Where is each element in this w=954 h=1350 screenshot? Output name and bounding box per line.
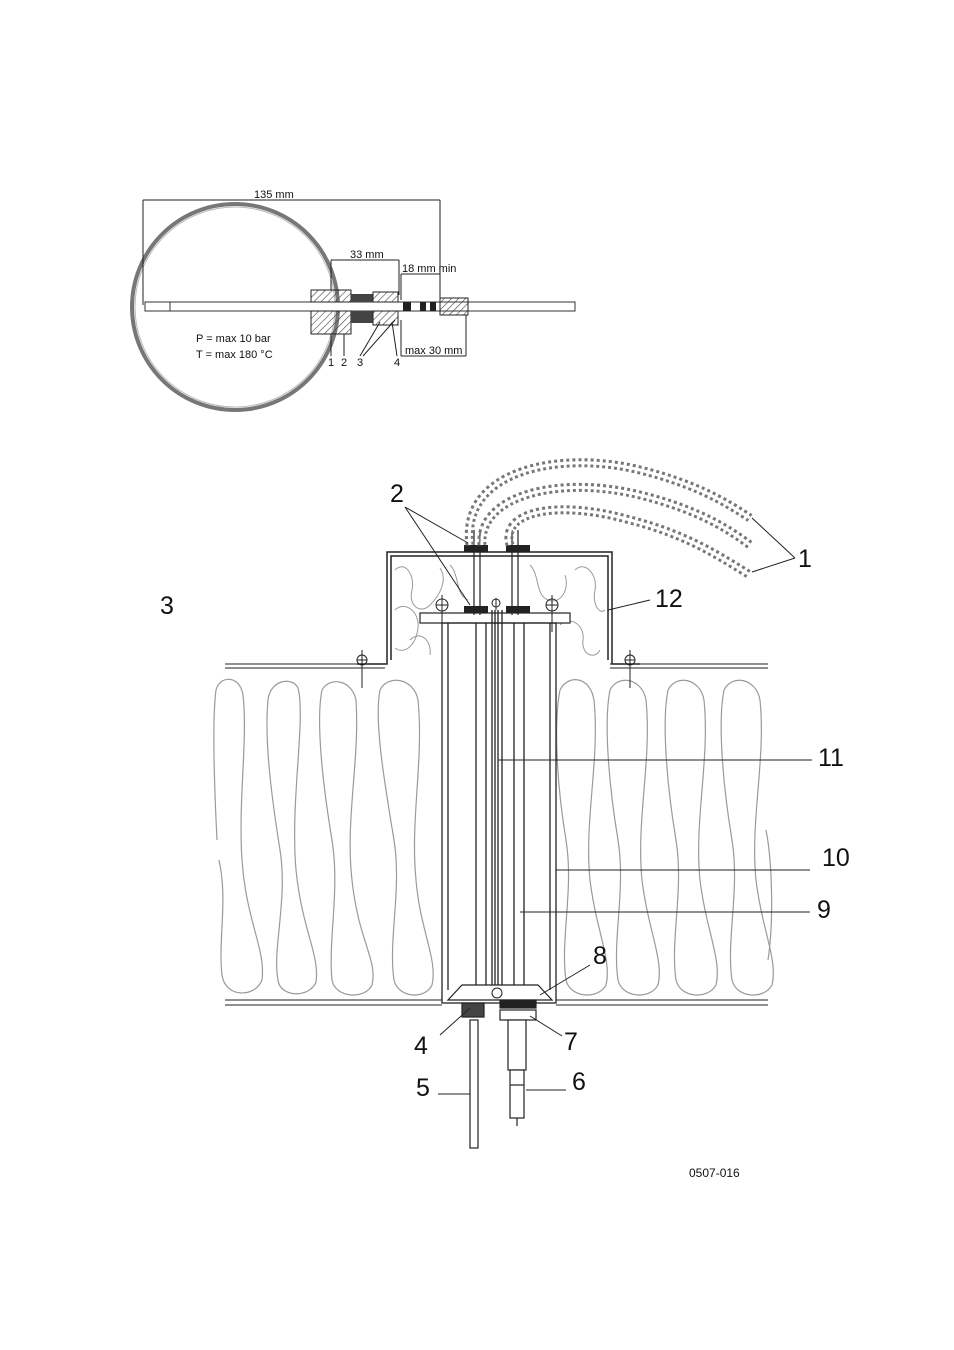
callout-10: 10 xyxy=(822,844,850,872)
callout-2: 2 xyxy=(390,480,404,508)
dim-fitting: 33 mm xyxy=(350,249,384,261)
callout-12: 12 xyxy=(655,585,683,613)
callout-6: 6 xyxy=(572,1068,586,1096)
figure-code: 0507-016 xyxy=(689,1166,740,1180)
probe-rod xyxy=(145,302,575,311)
insulation xyxy=(214,679,774,995)
fitting-nut-3 xyxy=(373,292,398,302)
callout-8: 8 xyxy=(593,942,607,970)
part-number-4: 4 xyxy=(394,357,400,369)
part-number-1: 1 xyxy=(328,357,334,369)
bottom-cone xyxy=(448,985,552,1020)
callout-5: 5 xyxy=(416,1074,430,1102)
callout-7: 7 xyxy=(564,1028,578,1056)
callout-11: 11 xyxy=(818,744,844,772)
humidity-probe xyxy=(508,1020,526,1126)
duct-walls xyxy=(225,664,768,1005)
callout-9: 9 xyxy=(817,896,831,924)
fitting-nut-2 xyxy=(351,294,373,302)
temperature-rating: T = max 180 °C xyxy=(196,349,273,361)
part-number-2: 2 xyxy=(341,357,347,369)
dimension-lines xyxy=(143,200,466,356)
bottom-figure: 1 2 3 4 5 6 7 8 9 10 11 12 xyxy=(160,463,850,1148)
top-figure: 135 mm 33 mm 18 mm min max 30 mm P = max… xyxy=(132,189,575,410)
dim-overall: 135 mm xyxy=(254,189,294,201)
fitting-nut-1 xyxy=(311,290,351,302)
housing-insulation xyxy=(395,565,605,655)
dim-max: max 30 mm xyxy=(405,345,462,357)
probe-filter xyxy=(440,298,468,315)
callout-1: 1 xyxy=(798,545,812,573)
sensor-tube xyxy=(442,610,556,1003)
part-number-3: 3 xyxy=(357,357,363,369)
dim-min: 18 mm min xyxy=(402,263,456,275)
temperature-probe xyxy=(470,1020,478,1148)
callout-4: 4 xyxy=(414,1032,428,1060)
pressure-rating: P = max 10 bar xyxy=(196,333,271,345)
callout-3: 3 xyxy=(160,592,174,620)
